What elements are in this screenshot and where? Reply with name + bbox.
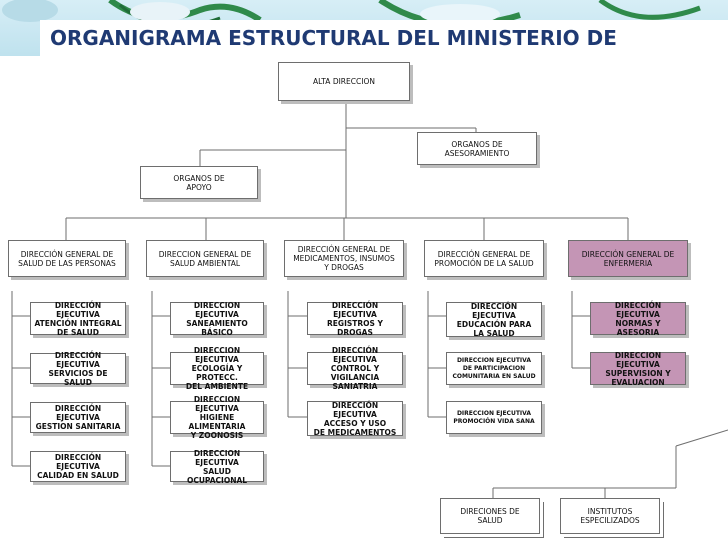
- ejecutiva-participacion-comunitaria: DIRECCION EJECUTIVA DE PARTICIPACION COM…: [446, 352, 542, 385]
- ejecutiva-saneamiento-basico: DIRECCION EJECUTIVA SANEAMIENTO BÁSICO: [170, 301, 264, 337]
- ejecutiva-educacion-salud: DIRECCIÓN EJECUTIVA EDUCACIÓN PARA LA SA…: [446, 302, 542, 338]
- ejecutiva-supervision-evaluacion: DIRECCION EJECUTIVA SUPERVISION Y EVALUA…: [590, 351, 686, 387]
- direccion-general-enfermeria: DIRECCIÓN GENERAL DE ENFERMERIA: [568, 240, 688, 277]
- institutos-especializados-box: INSTITUTOS ESPECILIZADOS: [560, 498, 660, 534]
- ejecutiva-higiene-alimentaria: DIRECCION EJECUTIVA HIGIENE ALIMENTARIA …: [170, 395, 264, 440]
- organos-apoyo-box: ORGANOS DE APOYO: [140, 166, 258, 199]
- ejecutiva-gestion-sanitaria: DIRECCIÓN EJECUTIVA GESTION SANITARIA: [30, 402, 126, 433]
- ejecutiva-normas-asesoria: DIRECCIÓN EJECUTIVA NORMAS Y ASESORIA: [590, 301, 686, 337]
- ejecutiva-control-vigilancia: DIRECCIÓN EJECUTIVA CONTROL Y VIGILANCIA…: [307, 346, 403, 391]
- ejecutiva-calidad-salud: DIRECCIÓN EJECUTIVA CALIDAD EN SALUD: [30, 451, 126, 482]
- organos-asesoramiento-box: ORGANOS DE ASESORAMIENTO: [417, 132, 537, 165]
- ejecutiva-servicios-salud: DIRECCIÓN EJECUTIVA SERVICIOS DE SALUD: [30, 351, 126, 387]
- direcciones-salud-box: DIRECIONES DE SALUD: [440, 498, 540, 534]
- ejecutiva-ecologia: DIRECCION EJECUTIVA ECOLOGÍA Y PROTECC. …: [170, 346, 264, 391]
- title-background: [40, 20, 728, 56]
- ejecutiva-salud-ocupacional: DIRECCION EJECUTIVA SALUD OCUPACIONAL: [170, 449, 264, 485]
- alta-direccion-box: ALTA DIRECCION: [278, 62, 410, 101]
- ejecutiva-promocion-vida-sana: DIRECCION EJECUTIVA PROMOCIÓN VIDA SANA: [446, 401, 542, 434]
- ejecutiva-acceso-medicamentos: DIRECCIÓN EJECUTIVA ACCESO Y USO DE MEDI…: [307, 401, 403, 437]
- ejecutiva-registros-drogas: DIRECCIÓN EJECUTIVA REGISTROS Y DROGAS: [307, 301, 403, 337]
- ejecutiva-atencion-integral: DIRECCIÓN EJECUTIVA ATENCIÓN INTEGRAL DE…: [30, 301, 126, 337]
- page-title: ORGANIGRAMA ESTRUCTURAL DEL MINISTERIO D…: [50, 26, 617, 50]
- direccion-general-promocion: DIRECCIÓN GENERAL DE PROMOCIÓN DE LA SAL…: [424, 240, 544, 277]
- direccion-general-medicamentos: DIRECCIÓN GENERAL DE MEDICAMENTOS, INSUM…: [284, 240, 404, 277]
- direccion-general-personas: DIRECCIÓN GENERAL DE SALUD DE LAS PERSON…: [8, 240, 126, 277]
- direccion-general-ambiental: DIRECCION GENERAL DE SALUD AMBIENTAL: [146, 240, 264, 277]
